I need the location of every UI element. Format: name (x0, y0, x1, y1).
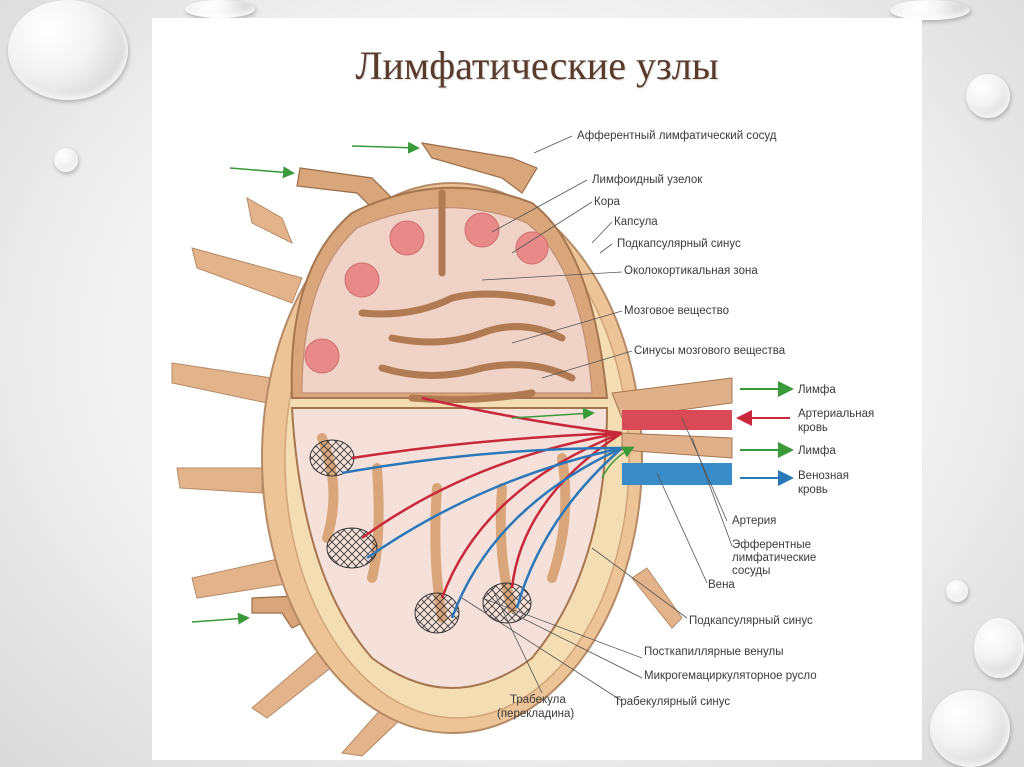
label-efferent-3: сосуды (732, 565, 770, 577)
label-lymph-2: Лимфа (798, 445, 836, 457)
water-drop-decoration (946, 580, 968, 602)
label-medullary-sinus: Синусы мозгового вещества (634, 345, 786, 357)
label-trabecula-1: Трабекула (510, 694, 566, 706)
label-trabecular-sinus: Трабекулярный синус (614, 696, 730, 708)
water-drop-decoration (8, 0, 128, 100)
leader-lines (461, 135, 733, 702)
label-trabecula-2: (перекладина) (497, 708, 574, 720)
outer-projections (171, 197, 683, 757)
lymphoid-nodules (304, 212, 549, 374)
water-drop-decoration (890, 0, 970, 20)
slide-title: Лимфатические узлы (355, 43, 719, 88)
lymph-flow-arrows (191, 141, 635, 625)
label-paracortex: Околокортикальная зона (624, 265, 758, 277)
label-arterial-blood-2: кровь (798, 422, 828, 434)
medulla (290, 407, 609, 689)
label-efferent-1: Эфферентные (732, 539, 811, 551)
arteries (351, 396, 623, 599)
water-drop-decoration (930, 690, 1010, 767)
label-afferent-vessel: Афферентный лимфатический сосуд (577, 130, 777, 142)
water-drop-decoration (54, 148, 78, 172)
label-lymphoid-nodule: Лимфоидный узелок (592, 174, 703, 186)
label-microvasculature: Микрогемацирку­ляторное русло (644, 670, 817, 682)
label-postcapillary-venules: Посткапиллярные венулы (644, 646, 783, 658)
legend-arrows (736, 381, 794, 486)
label-efferent-2: лимфатические (732, 552, 816, 564)
label-cortex: Кора (594, 196, 620, 208)
labels: Афферентный лимфатический сосуд Лимфоидн… (497, 130, 874, 720)
microvasculature-beds (309, 439, 532, 634)
water-drop-decoration (966, 74, 1010, 118)
label-medulla: Мозговое вещество (624, 305, 729, 317)
water-drop-decoration (185, 0, 255, 18)
label-artery: Артерия (732, 515, 776, 527)
veins (341, 446, 623, 619)
slide: Лимфатические узлы (152, 18, 922, 760)
label-venous-blood-2: кровь (798, 484, 828, 496)
label-capsule: Капсула (614, 216, 658, 228)
label-subcapsular-sinus-top: Подкапсулярный синус (617, 238, 741, 250)
lymph-node-diagram: Афферентный лимфатический сосуд Лимфоидн… (171, 130, 874, 757)
label-vein: Вена (708, 579, 735, 591)
label-arterial-blood-1: Артериальная (798, 408, 874, 420)
hilum-vessels (611, 377, 733, 485)
water-drop-decoration (974, 618, 1024, 678)
label-venous-blood-1: Венозная (798, 470, 849, 482)
label-lymph-1: Лимфа (798, 384, 836, 396)
label-subcapsular-sinus-bottom: Подкапсулярный синус (689, 615, 813, 627)
